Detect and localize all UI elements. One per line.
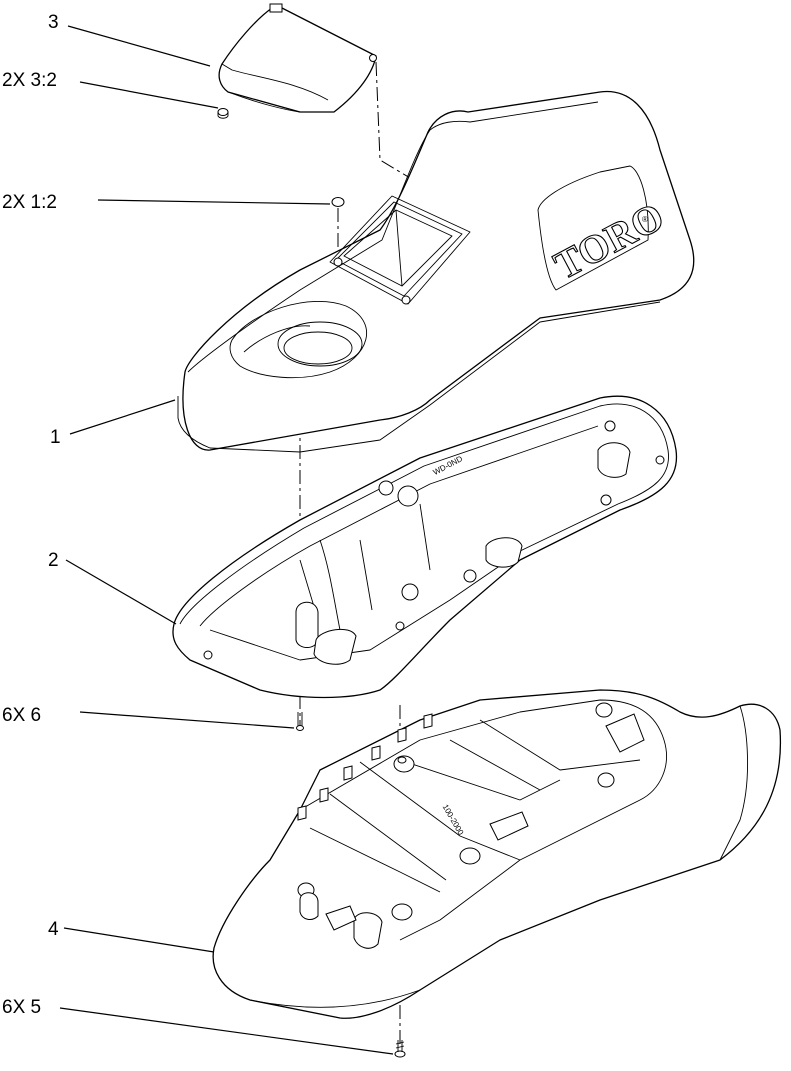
- screw-part-6: [296, 712, 304, 731]
- callout-part-4: 4: [48, 919, 59, 940]
- registered-mark: ®: [642, 215, 648, 224]
- screw-part-5: [394, 1040, 406, 1058]
- callout-part-3: 3: [48, 12, 59, 33]
- leader-lines: [59, 25, 394, 1055]
- callout-qty-3-2: 2X 3:2: [2, 70, 57, 91]
- plug-fastener-1: [331, 197, 345, 207]
- callout-part-1: 1: [50, 427, 61, 448]
- callout-labels: 3 2X 3:2 2X 1:2 1 2 6X 6 4 6X 5: [2, 12, 61, 1018]
- callout-qty-5: 6X 5: [2, 997, 41, 1018]
- upper-housing-part-1: TORO ®: [177, 90, 695, 453]
- callout-qty-6: 6X 6: [2, 705, 41, 726]
- callout-qty-1-2: 2X 1:2: [2, 192, 57, 213]
- cover-lid-part-3: [218, 3, 377, 113]
- callout-part-2: 2: [48, 550, 59, 571]
- plug-fastener-3: [217, 108, 229, 119]
- lower-base-part-4: 100-2000: [212, 689, 782, 1019]
- tray-part-2: WD-0ND: [172, 395, 678, 699]
